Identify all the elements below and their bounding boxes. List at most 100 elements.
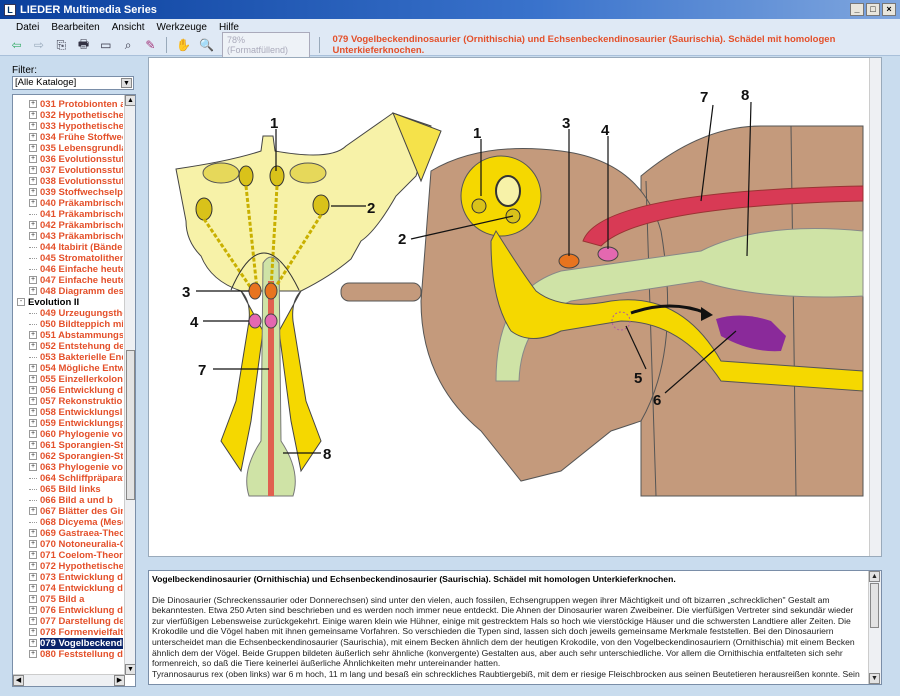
expand-icon[interactable]: + xyxy=(29,144,37,153)
expand-icon[interactable]: + xyxy=(29,606,37,615)
tree-item[interactable]: +056 Entwicklung der xyxy=(29,385,123,396)
expand-icon[interactable]: + xyxy=(29,562,37,571)
expand-icon[interactable]: + xyxy=(29,342,37,351)
tree-item[interactable]: 044 Itabirit (Bänderei xyxy=(29,242,123,253)
expand-icon[interactable]: + xyxy=(29,287,37,296)
tree-item[interactable]: +063 Phylogenie von xyxy=(29,462,123,473)
expand-icon[interactable]: + xyxy=(29,551,37,560)
image-vertical-scrollbar[interactable] xyxy=(869,58,881,556)
tree-item[interactable]: +073 Entwicklung der xyxy=(29,572,123,583)
expand-icon[interactable]: + xyxy=(29,386,37,395)
tree-item[interactable]: +036 Evolutionsstufen xyxy=(29,154,123,165)
menu-werkzeuge[interactable]: Werkzeuge xyxy=(156,21,207,33)
tree-item[interactable]: +062 Sporangien-Stell xyxy=(29,451,123,462)
expand-icon[interactable]: + xyxy=(29,408,37,417)
tree-item[interactable]: +040 Präkambrische L xyxy=(29,198,123,209)
tree-item[interactable]: +048 Diagramm des Ve xyxy=(29,286,123,297)
tree-item[interactable]: 045 Stromatolithen "/ xyxy=(29,253,123,264)
catalog-tree[interactable]: +031 Protobionten aus+032 Hypothetische … xyxy=(12,94,136,687)
tree-item[interactable]: 068 Dicyema (Mesoz xyxy=(29,517,123,528)
maximize-button[interactable]: □ xyxy=(866,3,880,16)
expand-icon[interactable]: + xyxy=(29,617,37,626)
tree-item[interactable]: 064 Schliffpräparat e xyxy=(29,473,123,484)
expand-icon[interactable]: + xyxy=(29,232,37,241)
tree-item[interactable]: +038 Evolutionsstufen xyxy=(29,176,123,187)
expand-icon[interactable]: + xyxy=(29,540,37,549)
tree-item[interactable]: +079 Vogelbeckendino xyxy=(29,638,123,649)
tree-item[interactable]: +078 Formenvielfalt ei xyxy=(29,627,123,638)
expand-icon[interactable]: + xyxy=(29,639,37,648)
tree-item[interactable]: +055 Einzellerkolonien xyxy=(29,374,123,385)
tree-item[interactable]: +070 Notoneuralia-Ga xyxy=(29,539,123,550)
chevron-down-icon[interactable]: ▼ xyxy=(121,78,132,88)
tree-group[interactable]: -Evolution II xyxy=(17,297,79,308)
scroll-thumb[interactable] xyxy=(126,350,135,500)
expand-icon[interactable]: + xyxy=(29,122,37,131)
expand-icon[interactable]: + xyxy=(29,221,37,230)
expand-icon[interactable]: + xyxy=(29,331,37,340)
filter-select[interactable]: [Alle Kataloge] ▼ xyxy=(12,76,134,90)
tree-horizontal-scrollbar[interactable]: ◀ ▶ xyxy=(13,674,125,686)
menu-datei[interactable]: Datei xyxy=(16,21,40,33)
expand-icon[interactable]: + xyxy=(29,177,37,186)
binoculars-icon[interactable]: ⌕ xyxy=(124,37,132,52)
hand-icon[interactable]: ✋ xyxy=(176,38,191,52)
tree-item[interactable]: +047 Einfache heute l xyxy=(29,275,123,286)
expand-icon[interactable]: + xyxy=(29,573,37,582)
close-button[interactable]: × xyxy=(882,3,896,16)
tree-item[interactable]: 053 Bakterielle Endo xyxy=(29,352,123,363)
tree-item[interactable]: +031 Protobionten aus xyxy=(29,99,123,110)
tree-item[interactable]: +052 Entstehung der xyxy=(29,341,123,352)
print-icon[interactable]: 🖶 xyxy=(77,36,90,51)
expand-icon[interactable]: + xyxy=(29,199,37,208)
scroll-left-icon[interactable]: ◀ xyxy=(13,675,24,686)
tree-item[interactable]: +060 Phylogenie von xyxy=(29,429,123,440)
expand-icon[interactable]: + xyxy=(29,111,37,120)
tree-item[interactable]: 065 Bild links xyxy=(29,484,101,495)
tree-item[interactable]: 049 Urzeugungstheo xyxy=(29,308,123,319)
tree-item[interactable]: +061 Sporangien-Stell xyxy=(29,440,123,451)
forward-arrow-icon[interactable]: ⇨ xyxy=(33,38,44,52)
tree-item[interactable]: +042 Präkambrische M xyxy=(29,220,123,231)
tree-item[interactable]: +076 Entwicklung der xyxy=(29,605,123,616)
screen-icon[interactable]: ▭ xyxy=(100,38,112,52)
tree-item[interactable]: +058 Entwicklungslini xyxy=(29,407,123,418)
minimize-button[interactable]: _ xyxy=(850,3,864,16)
menu-bearbeiten[interactable]: Bearbeiten xyxy=(51,21,100,33)
magnifier-icon[interactable]: 🔍 xyxy=(199,38,214,52)
expand-icon[interactable]: + xyxy=(29,463,37,472)
scroll-up-icon[interactable]: ▲ xyxy=(869,571,880,582)
expand-icon[interactable]: + xyxy=(29,430,37,439)
expand-icon[interactable]: + xyxy=(29,419,37,428)
scroll-up-icon[interactable]: ▲ xyxy=(125,95,135,106)
expand-icon[interactable]: + xyxy=(29,441,37,450)
expand-icon[interactable]: + xyxy=(29,650,37,659)
tree-item[interactable]: 050 Bildteppich mit e xyxy=(29,319,123,330)
copy-icon[interactable]: ⎘ xyxy=(56,37,67,52)
tree-item[interactable]: +075 Bild a xyxy=(29,594,84,605)
expand-icon[interactable]: + xyxy=(29,155,37,164)
back-arrow-icon[interactable]: ⇦ xyxy=(11,38,22,52)
tree-item[interactable]: 041 Präkambrische S xyxy=(29,209,123,220)
tree-item[interactable]: +035 Lebensgrundlag xyxy=(29,143,123,154)
expand-icon[interactable]: + xyxy=(29,166,37,175)
collapse-icon[interactable]: - xyxy=(17,298,25,307)
scroll-thumb[interactable] xyxy=(870,583,879,628)
menu-hilfe[interactable]: Hilfe xyxy=(218,21,239,33)
expand-icon[interactable]: + xyxy=(29,100,37,109)
tree-item[interactable]: +032 Hypothetische V xyxy=(29,110,123,121)
image-viewer[interactable]: 1 2 3 4 7 8 5 6 1 2 3 4 7 8 xyxy=(148,57,882,557)
expand-icon[interactable]: + xyxy=(29,628,37,637)
tree-item[interactable]: +074 Entwicklung der xyxy=(29,583,123,594)
tree-item[interactable]: +051 Abstammungs- u xyxy=(29,330,123,341)
scroll-down-icon[interactable]: ▼ xyxy=(869,673,880,684)
tree-item[interactable]: +080 Feststellung der xyxy=(29,649,123,660)
expand-icon[interactable]: + xyxy=(29,375,37,384)
expand-icon[interactable]: + xyxy=(29,133,37,142)
expand-icon[interactable]: + xyxy=(29,364,37,373)
text-vertical-scrollbar[interactable]: ▲ ▼ xyxy=(868,571,881,684)
scroll-down-icon[interactable]: ▼ xyxy=(125,664,135,675)
expand-icon[interactable]: + xyxy=(29,507,37,516)
tree-item[interactable]: +069 Gastraea-Theorie xyxy=(29,528,123,539)
tree-item[interactable]: +033 Hypothetische E xyxy=(29,121,123,132)
